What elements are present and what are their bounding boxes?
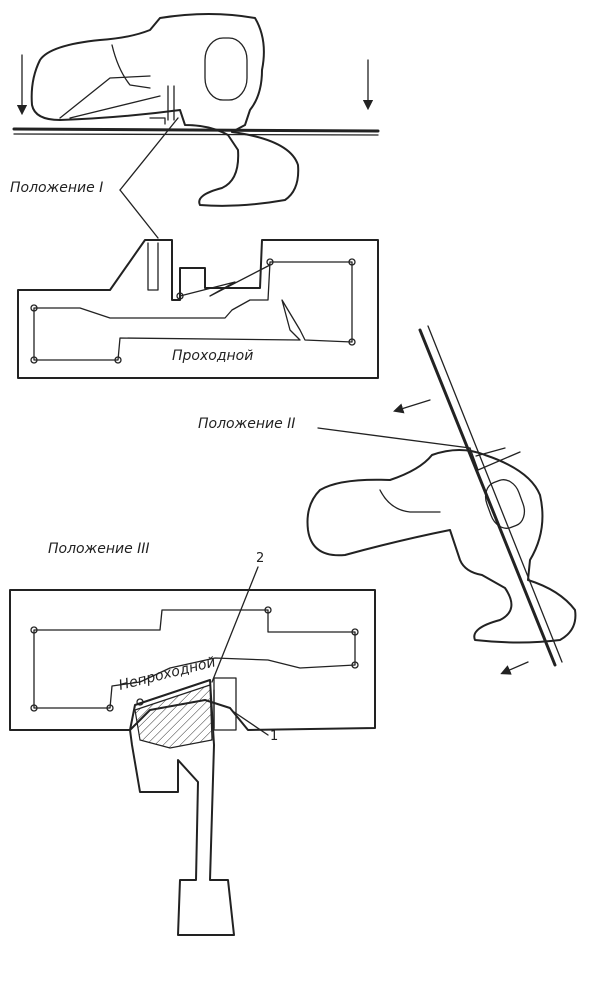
callout-1-leader	[233, 711, 269, 736]
label-position-2: Положение II	[198, 416, 295, 432]
gauge-plate-passable	[17, 239, 379, 379]
coupler-eye-hole	[204, 37, 248, 101]
label-position-1: Положение I	[10, 180, 103, 196]
gauge-plate-impassable	[9, 589, 376, 731]
callout-2-number: 2	[256, 551, 264, 566]
callout-2-leader	[211, 566, 259, 683]
callout-1-number: 1	[270, 729, 278, 744]
tilted-rail	[418, 325, 563, 667]
coupler-shank	[129, 677, 237, 936]
label-passable: Проходной	[172, 348, 253, 364]
coupler-tilted	[306, 447, 577, 644]
arrow-left-lower	[500, 661, 529, 675]
rail-top	[12, 127, 380, 133]
coupler-tilted-eye-hole	[484, 479, 526, 529]
arrow-left-upper	[393, 399, 431, 414]
label-position-3: Положение III	[48, 541, 150, 557]
coupler-top	[30, 13, 300, 207]
